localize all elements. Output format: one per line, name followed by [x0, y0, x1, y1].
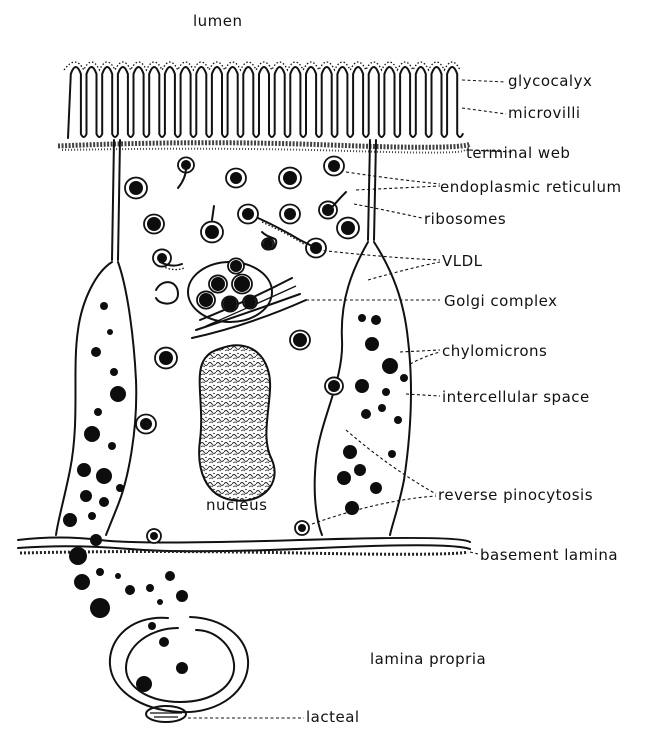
vesicle-core: [205, 225, 219, 239]
label-golgi-complex: Golgi complex: [444, 292, 558, 310]
pinocytosis-core: [298, 524, 306, 532]
chylomicron-droplet: [110, 368, 118, 376]
chylomicron-droplet: [365, 337, 379, 351]
label-terminal-web: terminal web: [466, 144, 570, 162]
vesicle-core: [293, 333, 307, 347]
chylomicron-droplet: [80, 490, 92, 502]
chylomicron-droplet: [146, 584, 154, 592]
chylomicron-droplet: [382, 388, 390, 396]
label-microvilli: microvilli: [508, 104, 581, 122]
chylomicron-droplet: [84, 426, 100, 442]
chylomicron-droplet: [63, 513, 77, 527]
chylomicron-droplet: [361, 409, 371, 419]
chylomicron-droplet: [90, 598, 110, 618]
chylomicron-droplet: [382, 358, 398, 374]
microvilli-border: [64, 62, 463, 138]
chylomicron-droplet: [74, 574, 90, 590]
label-chylomicrons: chylomicrons: [442, 342, 547, 360]
chylomicron-droplet: [378, 404, 386, 412]
chylomicron-droplet: [90, 534, 102, 546]
vesicle-core: [230, 260, 242, 272]
chylomicron-droplet: [107, 329, 113, 335]
chylomicron-droplet: [345, 501, 359, 515]
vesicle-core: [310, 242, 322, 254]
chylomicron-droplet: [77, 463, 91, 477]
label-reverse-pinocytosis: reverse pinocytosis: [438, 486, 593, 504]
chylomicron-droplet: [157, 599, 163, 605]
label-vldl: VLDL: [442, 252, 483, 270]
vesicle-core: [242, 208, 254, 220]
chylomicron-droplet: [69, 547, 87, 565]
vesicle-core: [341, 221, 355, 235]
vesicle-core: [199, 293, 213, 307]
chylomicron-droplet: [148, 622, 156, 630]
vesicle-core: [230, 172, 242, 184]
chylomicron-droplet: [110, 386, 126, 402]
chylomicron-droplet: [96, 468, 112, 484]
chylomicron-droplet: [115, 573, 121, 579]
nucleus: [199, 345, 274, 500]
vesicle-core: [283, 171, 297, 185]
chylomicron-droplet: [337, 471, 351, 485]
chylomicron-droplet: [394, 416, 402, 424]
label-lamina-propria: lamina propria: [370, 650, 486, 668]
label-nucleus: nucleus: [206, 496, 267, 514]
chylomicron-droplet: [370, 482, 382, 494]
chylomicron-droplet: [116, 484, 124, 492]
chylomicron-droplet: [176, 590, 188, 602]
vesicle-core: [223, 297, 237, 311]
chylomicron-droplet: [108, 442, 116, 450]
chylomicron-droplet: [91, 347, 101, 357]
label-lumen: lumen: [193, 12, 243, 30]
label-intercellular-space: intercellular space: [442, 388, 590, 406]
chylomicron-droplet: [371, 315, 381, 325]
chylomicron-droplet: [100, 302, 108, 310]
vesicle-core: [147, 217, 161, 231]
chylomicron-droplet: [343, 445, 357, 459]
vesicle-core: [211, 277, 225, 291]
chylomicron-droplet: [355, 379, 369, 393]
label-endoplasmic-reticulum: endoplasmic reticulum: [440, 178, 622, 196]
chylomicron-droplet: [159, 637, 169, 647]
vesicle-core: [129, 181, 143, 195]
chylomicron-droplet: [388, 450, 396, 458]
chylomicron-droplet: [358, 314, 366, 322]
vesicle-core: [140, 418, 152, 430]
label-glycocalyx: glycocalyx: [508, 72, 592, 90]
label-lacteal: lacteal: [306, 708, 360, 726]
chylomicron-droplet: [88, 512, 96, 520]
vesicle-core: [244, 296, 256, 308]
chylomicron-droplet: [94, 408, 102, 416]
vesicle-core: [157, 253, 167, 263]
pinocytosis-core: [150, 532, 158, 540]
chylomicron-droplet: [176, 662, 188, 674]
label-ribosomes: ribosomes: [424, 210, 506, 228]
chylomicron-droplet: [400, 374, 408, 382]
label-basement-lamina: basement lamina: [480, 546, 618, 564]
vesicle-core: [328, 380, 340, 392]
chylomicron-droplet: [96, 568, 104, 576]
chylomicron-droplet: [125, 585, 135, 595]
vesicle-core: [328, 160, 340, 172]
chylomicron-droplet: [99, 497, 109, 507]
vesicle-core: [159, 351, 173, 365]
vesicle-core: [284, 208, 296, 220]
chylomicron-droplet: [165, 571, 175, 581]
chylomicron-droplet: [354, 464, 366, 476]
vesicle-core: [234, 276, 250, 292]
